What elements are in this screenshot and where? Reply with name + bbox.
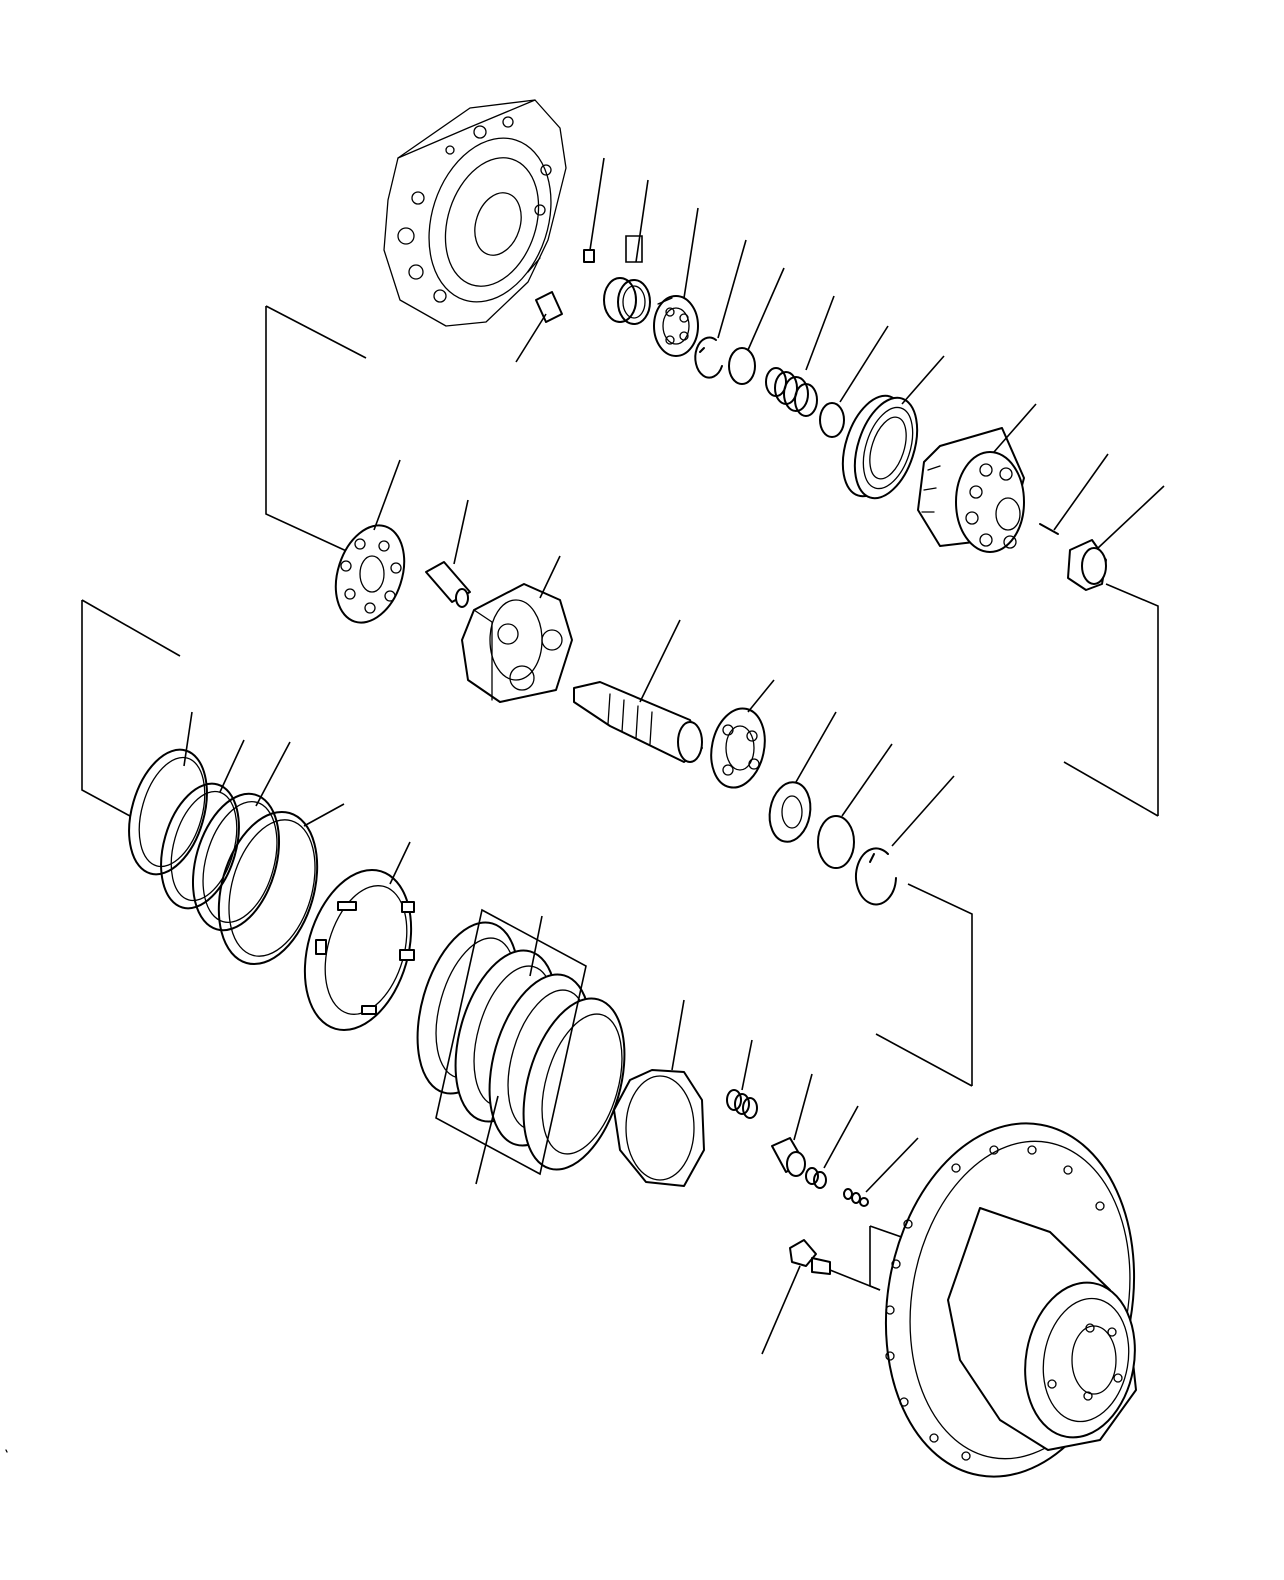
circlip-large	[855, 847, 897, 906]
oil-seal	[768, 781, 812, 843]
retaining-ring-a	[728, 347, 756, 385]
check-valve-sleeve	[771, 1137, 806, 1177]
brake-piston	[303, 868, 415, 1032]
piston	[425, 561, 471, 608]
brake-cover-plate	[613, 1069, 705, 1187]
motor-case-hub	[884, 1122, 1137, 1478]
small-plug	[583, 249, 595, 263]
roller-bearing-small	[653, 295, 699, 357]
valve-spring	[805, 1167, 827, 1189]
backup-ring	[191, 792, 281, 932]
plug-fitting	[789, 1239, 831, 1275]
main-roller-bearing	[841, 394, 919, 500]
brake-spring	[726, 1089, 758, 1119]
spring-pin	[1039, 523, 1059, 535]
motor-housing-block	[383, 99, 567, 327]
seal-ring-pair	[603, 277, 651, 325]
cylinder-block	[917, 427, 1025, 553]
end-bushing	[1067, 539, 1107, 591]
brake-plate-2	[522, 997, 626, 1171]
snap-ring-small	[694, 336, 723, 379]
dowel-pin	[535, 291, 563, 323]
o-ring-2	[160, 782, 240, 910]
shim-ring	[817, 815, 855, 869]
valve-plate	[334, 524, 406, 624]
seal-ring-large	[217, 810, 319, 966]
swash-plate	[461, 583, 573, 703]
valve-ball-spring	[843, 1188, 869, 1207]
retaining-ring-b	[819, 402, 845, 438]
drive-shaft	[573, 681, 703, 763]
spring-stack	[765, 367, 818, 417]
taper-bearing	[710, 707, 766, 789]
